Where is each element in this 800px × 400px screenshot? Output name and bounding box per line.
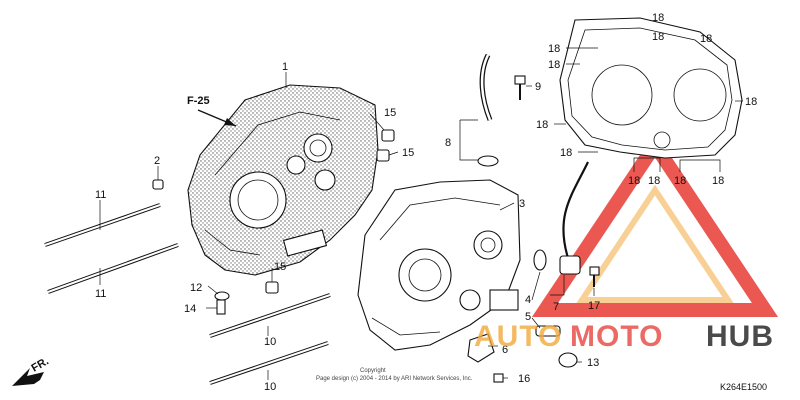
callout-15-b: 15 [402,147,414,159]
dowel-pin-15-b [376,149,390,162]
diagram-code: K264E1500 [720,382,767,392]
callout-18-11: 18 [712,175,724,187]
callout-6: 6 [502,344,508,356]
spring-5 [535,325,561,337]
bolt-16 [493,373,504,383]
callout-16: 16 [518,373,530,385]
gasket-leader-lines [554,47,743,172]
stud-bolt-11-upper [44,203,161,247]
front-direction-arrow: FR. [12,355,51,386]
dowel-pin-15-a [381,129,395,142]
callout-15-c: 15 [274,261,286,273]
callout-1: 1 [282,61,288,73]
callout-3: 3 [519,198,525,210]
callout-18-12: 18 [652,31,664,43]
callout-11-lower: 11 [95,288,106,300]
callout-4: 4 [525,294,531,306]
callout-5: 5 [525,311,531,323]
breather-tube-8 [477,53,499,167]
watermark-text-hub: HUB [706,320,774,353]
copyright-line-2: Page design (c) 2004 - 2014 by ARI Netwo… [316,376,473,382]
callout-10-lower: 10 [264,381,276,393]
dowel-pin-15-c [265,281,279,294]
drain-bolt-14 [216,299,226,315]
watermark-text-moto: MOTO [570,320,663,353]
cap-13 [558,352,578,368]
reference-f25: F-25 [187,95,237,127]
callout-17: 17 [588,300,600,312]
watermark-triangle-logo [531,132,779,317]
callout-18-2: 18 [548,43,560,55]
bolt-17 [589,266,600,287]
callout-14: 14 [184,303,196,315]
stud-bolt-10-upper [209,293,331,338]
callout-18-7: 18 [560,147,572,159]
callout-18-5: 18 [745,96,757,108]
right-crankcase-part [357,179,521,351]
reference-label-f25: F-25 [187,95,210,107]
callout-18-1: 18 [652,12,664,24]
dowel-pin-2 [152,179,164,190]
callout-18-10: 18 [674,175,686,187]
callout-11-upper: 11 [95,189,106,201]
bolt-9 [514,75,526,100]
leader-lines [99,72,595,380]
callout-18-6: 18 [536,119,548,131]
stud-bolt-10-lower [209,341,329,385]
callout-15-a: 15 [384,107,396,119]
watermark-wordmark: AUTO MOTO HUB [474,320,774,353]
oring-4 [533,249,547,271]
copyright-line-1: Copyright [360,368,386,374]
front-label: FR. [30,355,51,374]
left-crankcase-part [187,84,379,276]
callout-18-8: 18 [628,175,640,187]
callout-9: 9 [535,81,541,93]
callout-10-upper: 10 [264,336,276,348]
sensor-switch-7 [559,161,589,275]
crankcase-gasket-part [559,17,743,159]
callout-18-9: 18 [648,175,660,187]
watermark-text-auto: AUTO [474,320,562,353]
callout-18-4: 18 [700,33,712,45]
stud-bolt-11-lower [47,243,179,294]
callout-12: 12 [190,282,202,294]
callout-2: 2 [154,155,160,167]
callout-labels: 1 2 3 4 5 6 7 8 9 10 10 11 11 12 13 14 1… [95,12,757,393]
callout-18-3: 18 [548,59,560,71]
callout-8: 8 [445,137,451,149]
callout-7: 7 [553,301,559,313]
callout-13: 13 [587,357,599,369]
stopper-plate-6 [467,333,495,363]
